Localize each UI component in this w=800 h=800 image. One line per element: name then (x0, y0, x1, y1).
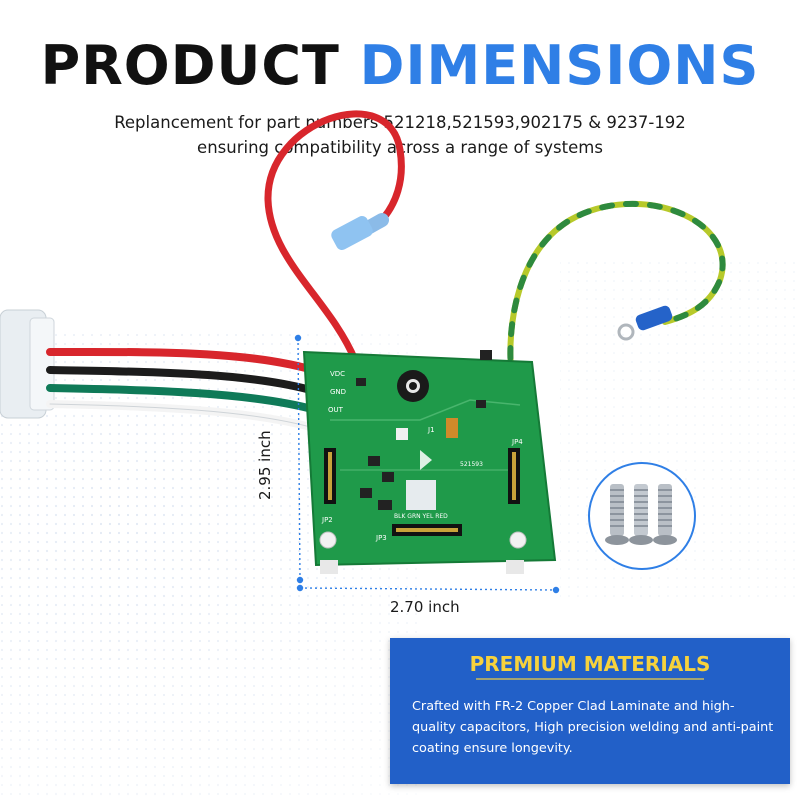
pcb-board: VDC GND OUT J1 521593 JP2 JP3 JP4 BLK GR… (302, 350, 557, 574)
screw-icon (653, 484, 677, 545)
silk-part-no: 521593 (460, 461, 483, 468)
silk-gnd: GND (330, 388, 346, 396)
mounting-screws-image (588, 462, 696, 570)
screw-icon (629, 484, 653, 545)
feature-card-title-underline (476, 678, 704, 680)
silk-out: OUT (328, 406, 344, 414)
title-word-dimensions: DIMENSIONS (359, 34, 760, 97)
silk-j1: J1 (427, 426, 435, 434)
feature-card-body: Crafted with FR-2 Copper Clad Laminate a… (412, 699, 774, 756)
pin-header-jp2 (324, 448, 336, 504)
subtitle-line-1: Replancement for part numbers 521218,521… (114, 113, 686, 132)
title-word-product: PRODUCT (40, 34, 340, 97)
wire-bundle (46, 347, 324, 432)
silk-vdc: VDC (330, 370, 345, 378)
screw-icon (605, 484, 629, 545)
height-dimension-label: 2.95 inch (256, 430, 274, 500)
silk-jp4: JP4 (511, 438, 523, 446)
wire-connector (0, 309, 55, 419)
ground-wire (507, 201, 726, 385)
red-wire-loop (264, 110, 405, 364)
width-dimension-label: 2.70 inch (390, 598, 460, 616)
page-title: PRODUCT DIMENSIONS (0, 34, 800, 98)
silk-pin-labels: BLK GRN YEL RED (394, 513, 448, 520)
feature-card-title: PREMIUM MATERIALS (469, 652, 711, 676)
pin-header-jp3 (392, 524, 462, 536)
silk-jp3: JP3 (375, 534, 387, 542)
dimension-lines (294, 334, 560, 594)
feature-card: PREMIUM MATERIALS Crafted with FR-2 Copp… (390, 638, 790, 784)
pin-header-jp4 (508, 448, 520, 504)
silk-jp2: JP2 (321, 516, 333, 524)
